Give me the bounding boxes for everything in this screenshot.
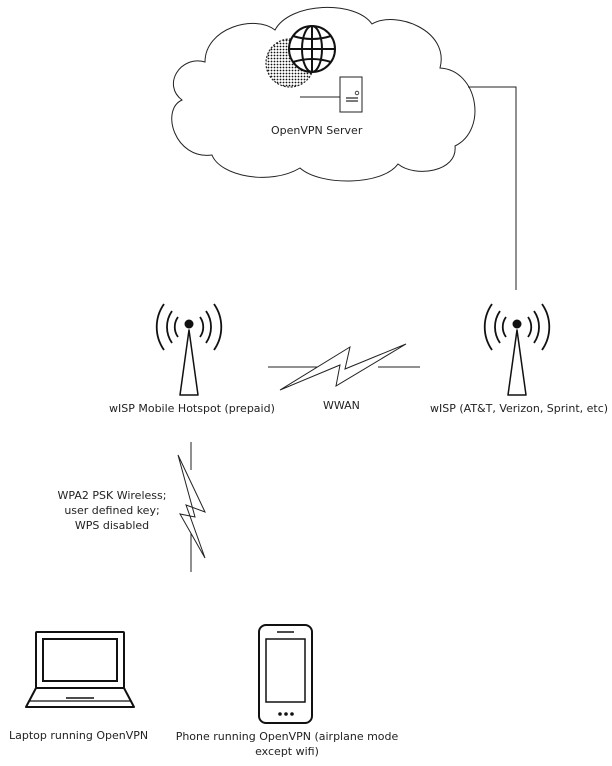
wifi-security-line-2: user defined key; (64, 504, 160, 517)
server-icon (300, 76, 363, 113)
wifi-security-line-1: WPA2 PSK Wireless; (57, 489, 167, 502)
internet-cloud (171, 7, 476, 182)
internet-link-line (468, 86, 517, 290)
wisp-label: wISP (AT&T, Verizon, Sprint, etc) (430, 402, 609, 415)
laptop-label: Laptop running OpenVPN (9, 729, 149, 742)
server-label: OpenVPN Server (271, 124, 363, 137)
globe-icon (265, 25, 336, 88)
phone-label: Phone running OpenVPN (airplane mode exc… (170, 729, 404, 759)
wwan-label: WWAN (323, 399, 360, 412)
hotspot-antenna-icon (155, 303, 223, 396)
laptop-icon (25, 631, 135, 708)
wifi-security-label: WPA2 PSK Wireless; user defined key; WPS… (52, 488, 172, 533)
wwan-link-icon (268, 343, 420, 391)
wifi-security-line-3: WPS disabled (74, 519, 150, 532)
phone-label-line-1: Phone running OpenVPN (airplane mode (175, 730, 399, 743)
hotspot-label: wISP Mobile Hotspot (prepaid) (109, 402, 275, 415)
smartphone-icon (258, 624, 313, 724)
wisp-antenna-icon (483, 303, 551, 396)
wifi-link-icon (177, 442, 206, 572)
phone-label-line-2: except wifi) (255, 745, 319, 758)
